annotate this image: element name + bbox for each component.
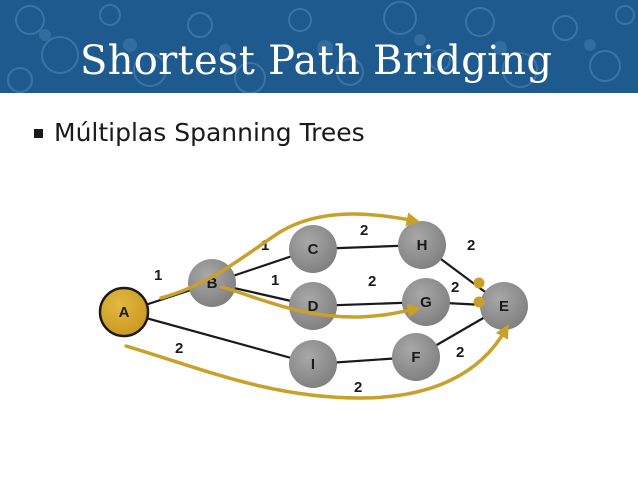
node-e: E: [480, 282, 528, 330]
shortest-path-arrows: [124, 212, 509, 400]
node-i-label: I: [311, 356, 315, 373]
node-f: F: [392, 333, 440, 381]
path-arrow-to-e: [124, 324, 509, 400]
node-e-label: E: [499, 298, 509, 315]
node-i: I: [289, 340, 337, 388]
weight-i-f: 2: [354, 379, 362, 396]
weight-d-g: 2: [368, 273, 376, 290]
node-g: G: [402, 278, 450, 326]
node-a: A: [98, 286, 150, 338]
node-c: C: [289, 225, 337, 273]
node-c-label: C: [308, 241, 319, 258]
weight-b-d: 1: [271, 272, 279, 289]
slide-header: Shortest Path Bridging: [0, 0, 638, 93]
path-arrow-to-h: [159, 212, 421, 300]
header-pattern: [7, 1, 635, 93]
path-arrow-to-g: [220, 285, 422, 319]
weight-c-h: 2: [360, 222, 368, 239]
weight-b-c: 1: [261, 237, 269, 254]
node-d-label: D: [308, 298, 319, 315]
weight-a-i: 2: [175, 340, 183, 357]
edge-weights: 1 1 1 2 2 2 2 2 2 2: [154, 222, 475, 396]
weight-h-e: 2: [467, 237, 475, 254]
path-endpoint-dot-lower: [473, 296, 485, 308]
weight-f-e: 2: [456, 344, 464, 361]
node-g-label: G: [420, 294, 432, 311]
node-f-label: F: [411, 349, 420, 366]
node-d: D: [289, 282, 337, 330]
weight-g-e: 2: [451, 279, 459, 296]
weight-a-b: 1: [154, 267, 162, 284]
bullet-text: Múltiplas Spanning Trees: [54, 118, 365, 147]
node-h-label: H: [417, 237, 428, 254]
nodes: A B C D H G I F: [98, 221, 528, 388]
slide-title: Shortest Path Bridging: [80, 38, 553, 84]
edge-a-i: [123, 310, 314, 366]
bullet-item: Múltiplas Spanning Trees: [34, 118, 365, 147]
path-endpoint-dot-upper: [473, 277, 485, 289]
node-h: H: [398, 221, 446, 269]
node-b-label: B: [207, 275, 218, 292]
node-a-label: A: [119, 304, 130, 321]
bullet-square-icon: [34, 129, 43, 138]
